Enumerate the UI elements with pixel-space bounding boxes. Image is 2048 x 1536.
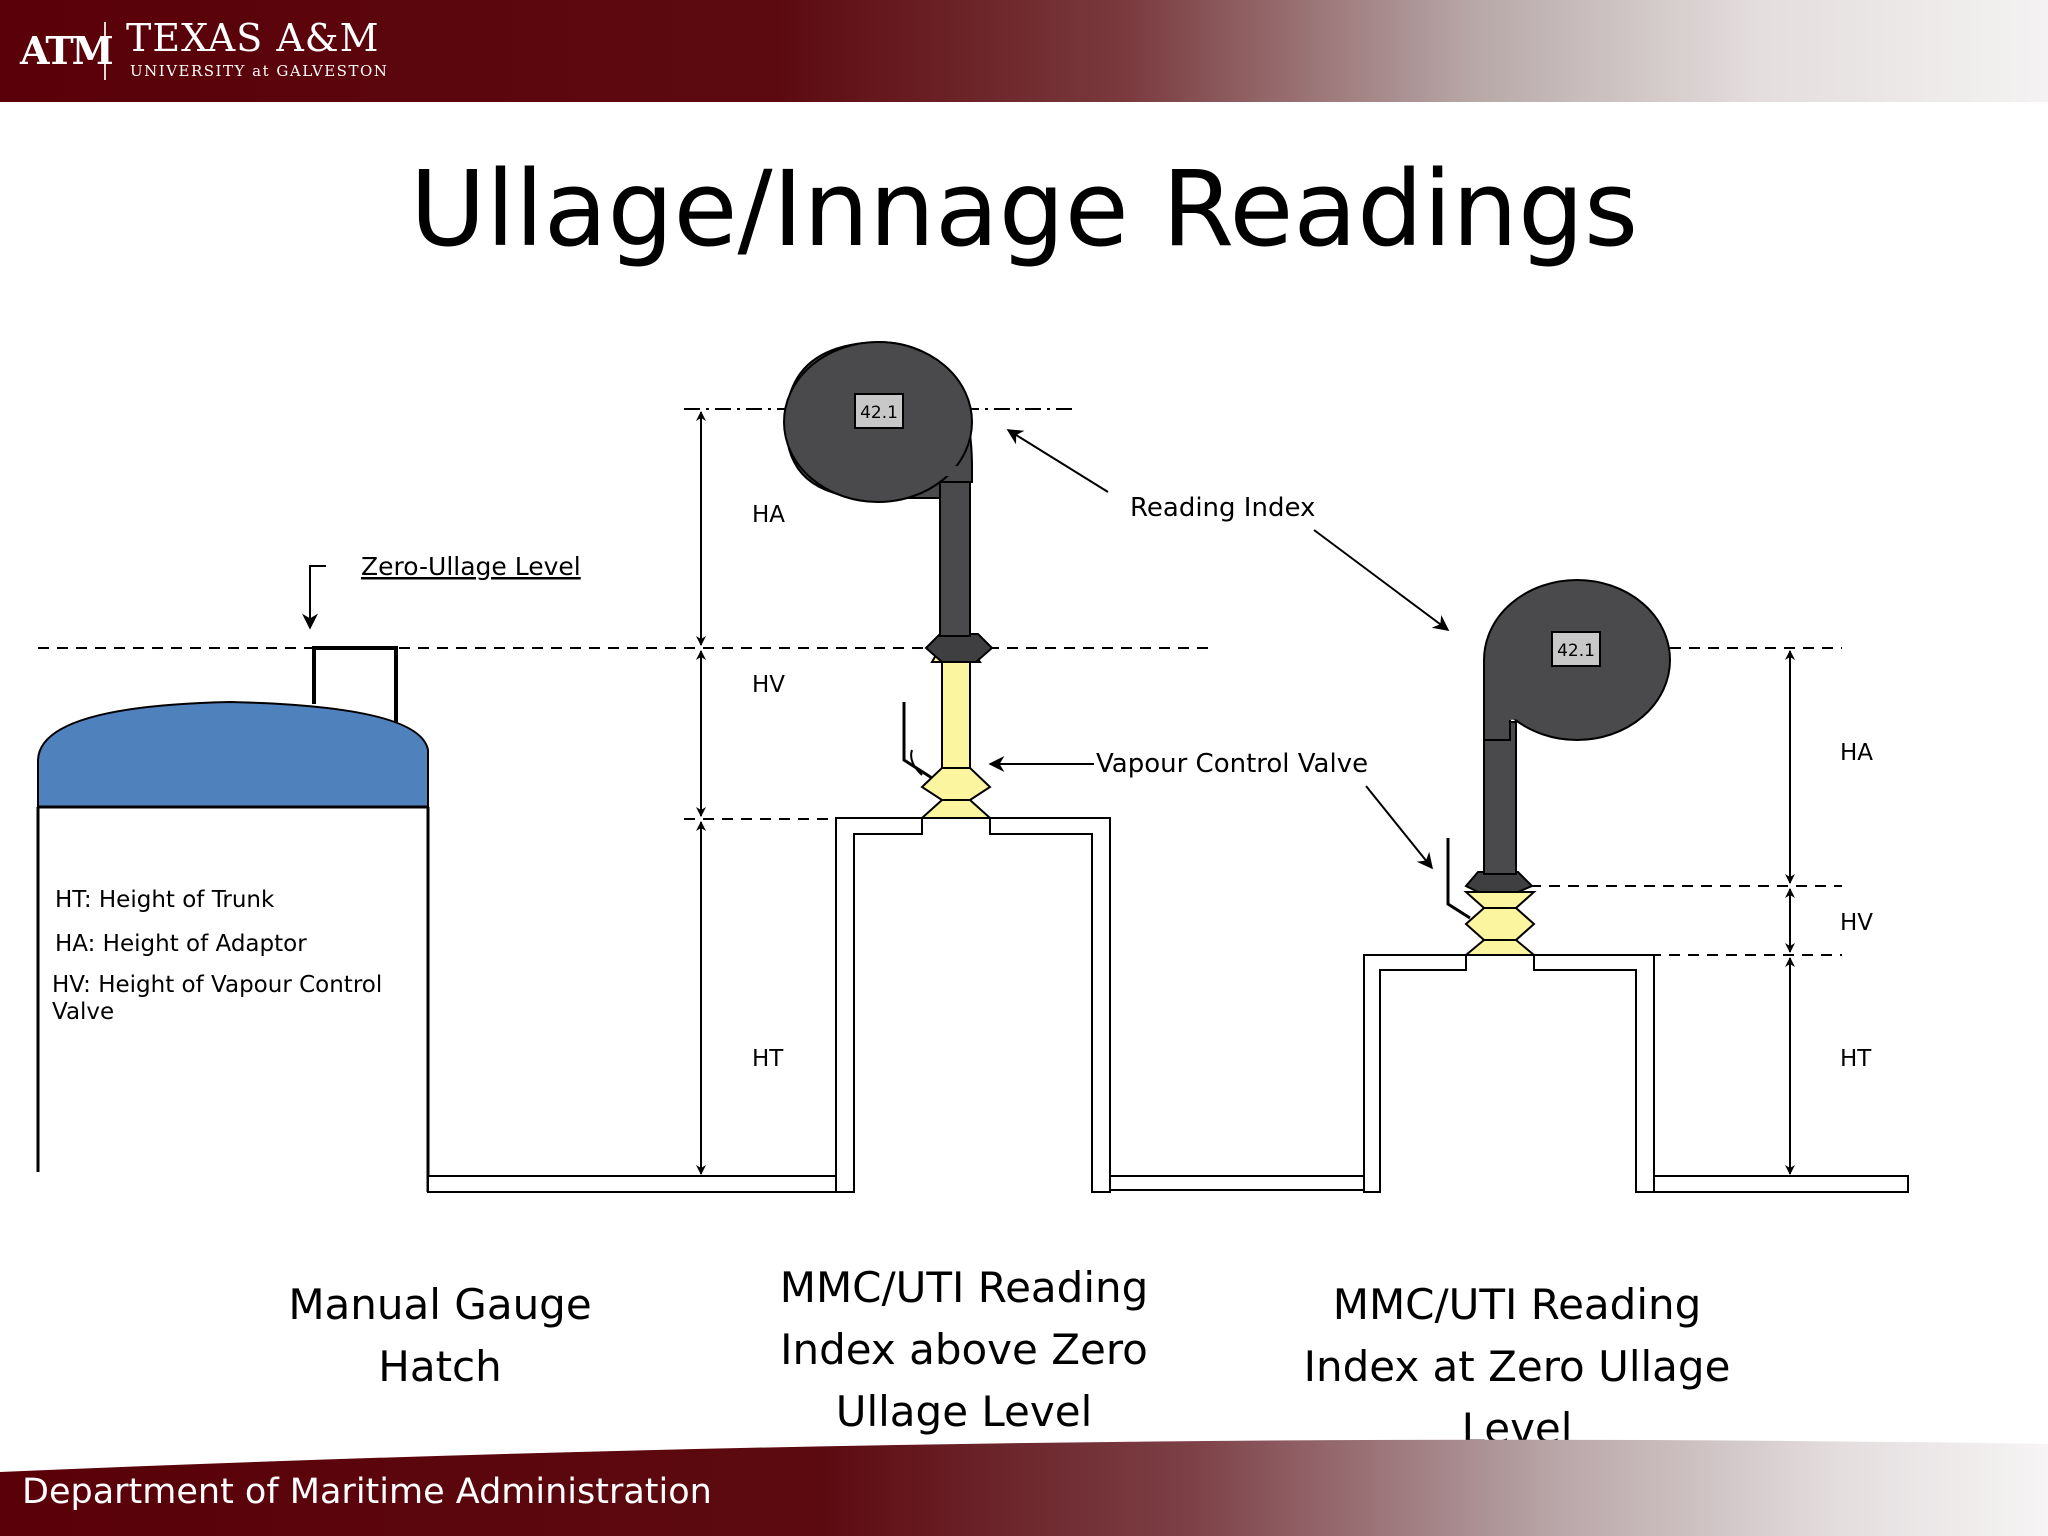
zero-ullage-pointer: [302, 565, 326, 630]
vapour-valve-label: Vapour Control Valve: [1096, 749, 1368, 779]
reading-index-label: Reading Index: [1130, 493, 1315, 523]
slide-title: Ullage/Innage Readings: [409, 148, 1639, 270]
middle-gauge-reading: 42.1: [860, 403, 898, 423]
middle-trunk: [835, 817, 1111, 1193]
right-gauge-neck: [1484, 660, 1530, 740]
dim-label-ha-middle: HA: [752, 502, 785, 528]
right-trunk: [1363, 954, 1655, 1193]
legend-height-of-valve-box: HV: Height of Vapour Control Valve: [52, 972, 383, 1025]
footer-department: Department of Maritime Administration: [22, 1472, 712, 1512]
legend-height-of-adaptor: HA: Height of Adaptor: [55, 931, 307, 957]
caption-line: MMC/UTI Reading: [779, 1263, 1149, 1312]
right-gauge-collar: [1464, 871, 1534, 893]
caption-line: Index above Zero: [780, 1325, 1148, 1374]
middle-gauge-collar: [924, 633, 994, 663]
middle-gauge-display: [854, 393, 904, 429]
reading-index-pointer-middle: [1006, 429, 1109, 493]
dim-label-ha-right: HA: [1840, 740, 1873, 766]
legend-height-of-trunk: HT: Height of Trunk: [55, 887, 275, 913]
footer-wave: [0, 1439, 2048, 1536]
university-campus: UNIVERSITY at GALVESTON: [130, 62, 389, 80]
right-gauge-stem: [1483, 721, 1517, 875]
footer-banner: [0, 1439, 2048, 1536]
caption-line: Hatch: [378, 1342, 502, 1391]
vapour-valve-pointer-right: [1365, 785, 1434, 870]
right-gauge-reading: 42.1: [1557, 641, 1595, 661]
legend-height-of-vapour-valve: HV: Height of Vapour Control Valve: [52, 972, 383, 1025]
right-gauge-display: [1551, 631, 1601, 667]
tank-dome: [37, 700, 429, 808]
caption-reading-index-above: MMC/UTI Reading Index above Zero Ullage …: [744, 1257, 1184, 1443]
middle-valve-handle: [902, 702, 933, 780]
gauge-hatch: [312, 646, 398, 722]
dim-label-ht-right: HT: [1840, 1046, 1872, 1072]
reading-index-pointer-right: [1313, 529, 1450, 631]
middle-vapour-valve: [919, 647, 993, 819]
logo-divider: [104, 22, 106, 80]
middle-gauge-stem: [939, 467, 971, 637]
dim-label-ht-middle: HT: [752, 1046, 784, 1072]
dim-label-hv-right: HV: [1840, 910, 1873, 936]
tank-wall: [36, 807, 430, 1192]
right-vapour-valve: [1463, 891, 1537, 956]
caption-line: Manual Gauge: [288, 1280, 592, 1329]
middle-gauge-stem-cover: [941, 466, 969, 476]
university-name: TEXAS A&M: [126, 16, 380, 60]
ground-segment-3: [1653, 1175, 1909, 1193]
dim-label-hv-middle: HV: [752, 672, 785, 698]
middle-valve-bracket: [910, 749, 923, 776]
caption-line: MMC/UTI Reading: [1332, 1280, 1702, 1329]
right-valve-handle: [1446, 838, 1471, 920]
header-banner: ATM TEXAS A&M UNIVERSITY at GALVESTON: [0, 0, 2048, 102]
ground-segment-1: [427, 1175, 837, 1193]
caption-reading-index-at: MMC/UTI Reading Index at Zero Ullage Lev…: [1282, 1274, 1752, 1460]
ground-segment-2: [1109, 1175, 1365, 1191]
caption-line: Index at Zero Ullage: [1303, 1342, 1731, 1391]
caption-manual-gauge-hatch: Manual Gauge Hatch: [238, 1274, 642, 1398]
right-gauge-neck-outline: [1483, 660, 1511, 741]
caption-line: Ullage Level: [835, 1387, 1093, 1436]
zero-ullage-label: Zero-Ullage Level: [361, 552, 581, 581]
